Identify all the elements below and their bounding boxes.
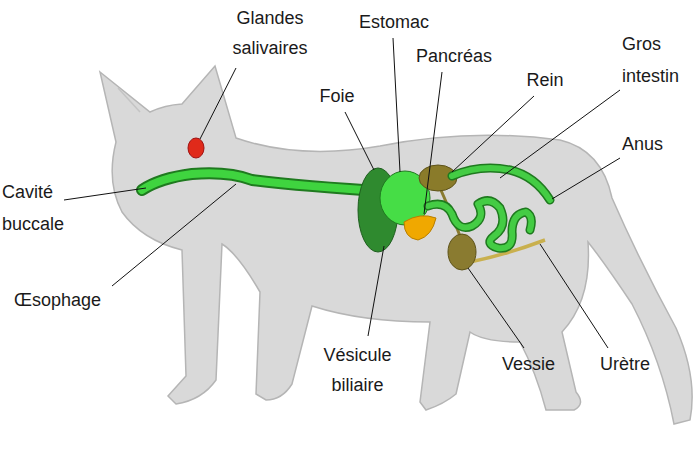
large-intestine [452,168,550,200]
leader-line [393,38,400,172]
organ-label: Pancréas [408,44,500,68]
salivary-gland [188,138,204,158]
oesophagus [142,173,392,192]
leader-line [200,68,236,139]
organ-label: Estomac [348,10,440,34]
pancreas [404,216,436,240]
leader-line [368,246,384,336]
organ-label: Rein [518,68,572,92]
organ-label: Glandes salivaires [215,3,325,63]
organ-label: Urètre [600,352,672,376]
organ-label: Anus [622,132,686,156]
cat-silhouette [100,66,692,424]
leader-lines [64,38,620,348]
leader-line [468,268,524,348]
organ-label: Cavité buccale [2,176,92,240]
oesophagus-fill [142,173,392,192]
leader-line [452,96,534,172]
bladder [448,234,476,270]
small-intestine [428,201,531,248]
organ-label: Œsophage [14,288,124,312]
leader-line [112,184,236,286]
large-intestine-fill [452,168,550,200]
ear-line [118,88,140,112]
organ-label: Gros intestin [622,28,694,92]
organ-label: Vessie [502,352,574,376]
leader-line [424,72,442,214]
leader-line [500,90,620,178]
leader-line [540,244,608,348]
organ-label: Vésicule biliaire [305,340,410,400]
small-intestine-fill [428,201,531,248]
leader-line [552,158,620,199]
leader-line [64,188,146,200]
organ-label: Foie [310,84,364,108]
leader-line [345,112,374,170]
